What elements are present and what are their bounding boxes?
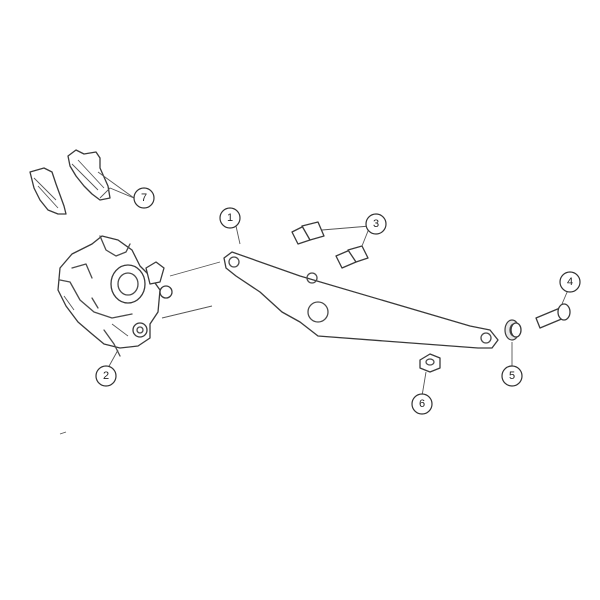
callout-circle-4 bbox=[559, 271, 581, 293]
callout-5: 5 bbox=[501, 365, 523, 387]
leader-lines bbox=[97, 171, 569, 397]
callout-circle-3 bbox=[365, 213, 387, 235]
callout-circle-5 bbox=[501, 365, 523, 387]
callout-circle-6 bbox=[411, 393, 433, 415]
callout-2: 2 bbox=[95, 365, 117, 387]
callout-label-1: 1 bbox=[227, 212, 233, 224]
callout-label-4: 4 bbox=[567, 276, 573, 288]
caliper-body bbox=[57, 235, 173, 357]
callout-circle-1 bbox=[219, 207, 241, 229]
callout-3: 3 bbox=[365, 213, 387, 235]
callout-label-3: 3 bbox=[373, 218, 379, 230]
mounting-bracket bbox=[223, 251, 499, 349]
callout-circle-7 bbox=[133, 187, 155, 209]
pin-bolt bbox=[535, 303, 571, 329]
callout-1: 1 bbox=[219, 207, 241, 229]
callout-7: 7 bbox=[133, 187, 155, 209]
brake-pads bbox=[29, 149, 111, 215]
callout-label-7: 7 bbox=[141, 192, 147, 204]
nut bbox=[419, 353, 441, 373]
callout-label-5: 5 bbox=[509, 370, 515, 382]
callout-6: 6 bbox=[411, 393, 433, 415]
washer bbox=[504, 319, 522, 341]
callout-4: 4 bbox=[559, 271, 581, 293]
callout-label-6: 6 bbox=[419, 398, 425, 410]
mounting-bolts bbox=[291, 221, 369, 269]
callout-circle-2 bbox=[95, 365, 117, 387]
callout-label-2: 2 bbox=[103, 370, 109, 382]
alignment-lines bbox=[59, 261, 221, 435]
